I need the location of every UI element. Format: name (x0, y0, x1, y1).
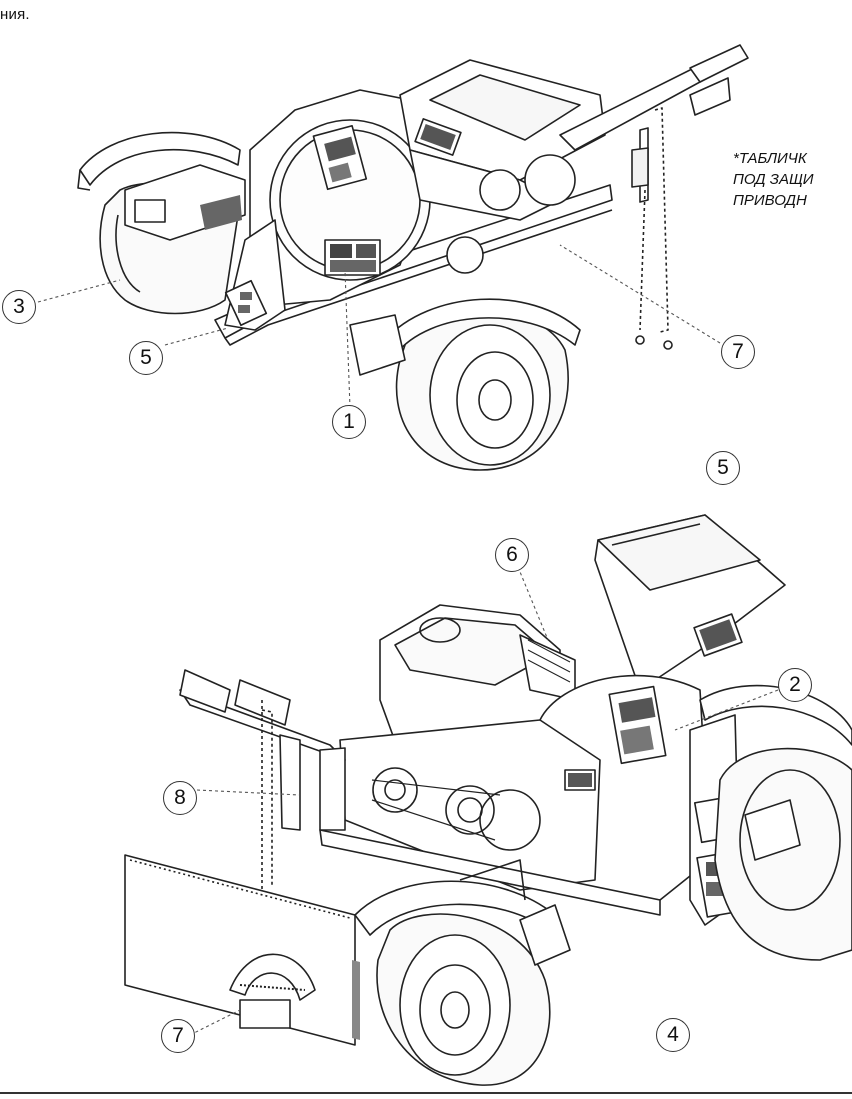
top-machine-view (77, 44, 749, 471)
callout-bottom-8: 8 (163, 781, 197, 815)
top-right-fender (384, 298, 581, 356)
bottom-right-fender (699, 684, 852, 746)
bottom-jack (279, 734, 301, 831)
side-note-line-3: ПРИВОДН (733, 192, 807, 209)
callout-bottom-6: 6 (495, 538, 529, 572)
bottom-rule (0, 1092, 852, 1094)
header-text-fragment: ния. (0, 6, 30, 23)
bottom-leader-lines (189, 566, 779, 1036)
bottom-deflector-plate (124, 854, 356, 1046)
side-note-line-2: ПОД ЗАЩИ (733, 171, 814, 188)
callout-top-5: 5 (129, 341, 163, 375)
callout-top-1: 1 (332, 405, 366, 439)
top-leader-lines (37, 244, 721, 409)
callout-mid-5: 5 (706, 451, 740, 485)
side-note: *ТАБЛИЧК ПОД ЗАЩИ ПРИВОДН (733, 148, 852, 211)
top-left-fender (79, 131, 241, 186)
bottom-right-tire (714, 747, 852, 961)
callout-top-3: 3 (2, 290, 36, 324)
callout-bottom-2: 2 (778, 668, 812, 702)
side-note-line-1: *ТАБЛИЧК (733, 150, 807, 167)
callout-top-7: 7 (721, 335, 755, 369)
bottom-machine-view (124, 514, 852, 1086)
callout-bottom-4: 4 (656, 1018, 690, 1052)
callout-bottom-7: 7 (161, 1019, 195, 1053)
